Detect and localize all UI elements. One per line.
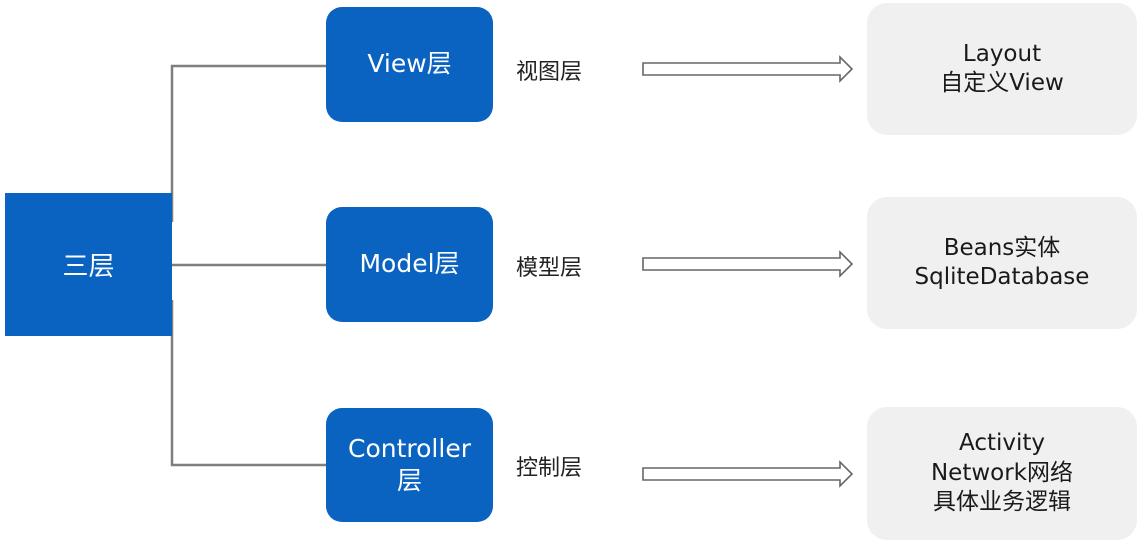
controller-detail-box: Activity Network网络 具体业务逻辑: [867, 407, 1137, 540]
detail-line: 具体业务逻辑: [933, 489, 1071, 516]
detail-line: Beans实体: [943, 234, 1061, 261]
view-layer-label: 视图层: [516, 60, 583, 85]
tree-connector: [170, 64, 326, 467]
model-layer-label: 模型层: [516, 256, 583, 281]
detail-line: 自定义View: [940, 70, 1064, 96]
arrow-icon: [642, 460, 854, 488]
detail-line: Network网络: [930, 459, 1074, 486]
detail-line: Activity: [958, 430, 1045, 457]
model-layer-title: Model层: [359, 249, 460, 279]
controller-layer-title-suffix: 层: [396, 466, 422, 495]
view-layer-node: View层: [326, 7, 493, 122]
view-detail-box: Layout 自定义View: [867, 3, 1137, 135]
arrow-icon: [642, 250, 854, 278]
controller-layer-title: Controller: [348, 433, 471, 463]
view-layer-title: View层: [367, 49, 452, 79]
detail-line: SqliteDatabase: [914, 264, 1090, 290]
model-detail-box: Beans实体 SqliteDatabase: [867, 197, 1137, 329]
controller-layer-label: 控制层: [516, 456, 583, 481]
root-node: 三层: [5, 193, 172, 336]
root-label: 三层: [62, 252, 115, 282]
arrow-icon: [642, 55, 854, 83]
model-layer-node: Model层: [326, 207, 493, 322]
detail-line: Layout: [962, 40, 1042, 67]
controller-layer-node: Controller 层: [326, 408, 493, 522]
